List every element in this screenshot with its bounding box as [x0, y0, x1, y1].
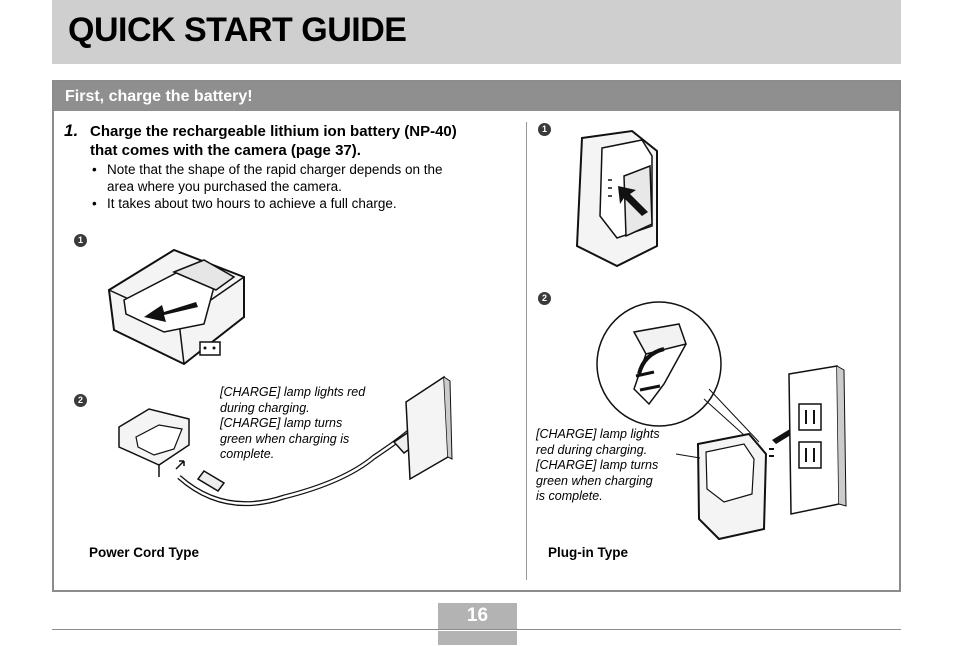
note-line: [CHARGE] lamp turns [536, 458, 659, 472]
charge-battery-panel: First, charge the battery! 1. Charge the… [52, 80, 901, 592]
callout-leader-line [675, 453, 701, 459]
step-marker-2: 2 [538, 292, 551, 305]
step-line: that comes with the camera (page 37). [90, 142, 361, 159]
charge-lamp-note: [CHARGE] lamp lights red during charging… [220, 385, 365, 463]
step-marker-1: 1 [74, 234, 87, 247]
note-line: [CHARGE] lamp lights [536, 427, 660, 441]
step-marker-1: 1 [538, 123, 551, 136]
step-line: Charge the rechargeable lithium ion batt… [90, 123, 457, 140]
note-line: green when charging is [220, 431, 350, 446]
power-cord-caption: Power Cord Type [89, 545, 200, 560]
note-line: during charging. [220, 400, 310, 415]
plugin-charger-insert-illustration [575, 129, 658, 268]
note-line: green when charging [536, 473, 653, 488]
section-title: First, charge the battery! [65, 88, 253, 105]
step-marker-2: 2 [74, 394, 87, 407]
list-item: It takes about two hours to achieve a fu… [90, 195, 510, 212]
power-cord-charger-illustration [118, 375, 453, 507]
page-tab [438, 631, 517, 645]
notes-list: Note that the shape of the rapid charger… [90, 161, 510, 212]
bullet-line: area where you purchased the camera. [107, 179, 342, 194]
note-line: [CHARGE] lamp turns [220, 416, 343, 430]
list-item: Note that the shape of the rapid charger… [90, 161, 510, 195]
footer-rule [52, 629, 901, 630]
step-number: 1. [64, 121, 79, 140]
bullet-line: It takes about two hours to achieve a fu… [107, 196, 397, 211]
bullet-line: Note that the shape of the rapid charger… [107, 162, 443, 177]
column-divider [526, 122, 527, 580]
page-number: 16 [438, 603, 517, 629]
plugin-type-caption: Plug-in Type [548, 545, 628, 560]
section-title-bar: First, charge the battery! [54, 82, 899, 111]
page-header: QUICK START GUIDE [52, 0, 901, 64]
charge-lamp-note: [CHARGE] lamp lights red during charging… [536, 427, 660, 505]
note-line: complete. [220, 447, 275, 461]
wall-plug-illustration [596, 301, 847, 541]
page-title: QUICK START GUIDE [68, 11, 407, 49]
note-line: [CHARGE] lamp lights red [220, 385, 366, 399]
step-instruction: Charge the rechargeable lithium ion batt… [90, 122, 510, 160]
charger-battery-insert-illustration [107, 248, 245, 366]
note-line: red during charging. [536, 442, 648, 457]
note-line: is complete. [536, 489, 603, 503]
